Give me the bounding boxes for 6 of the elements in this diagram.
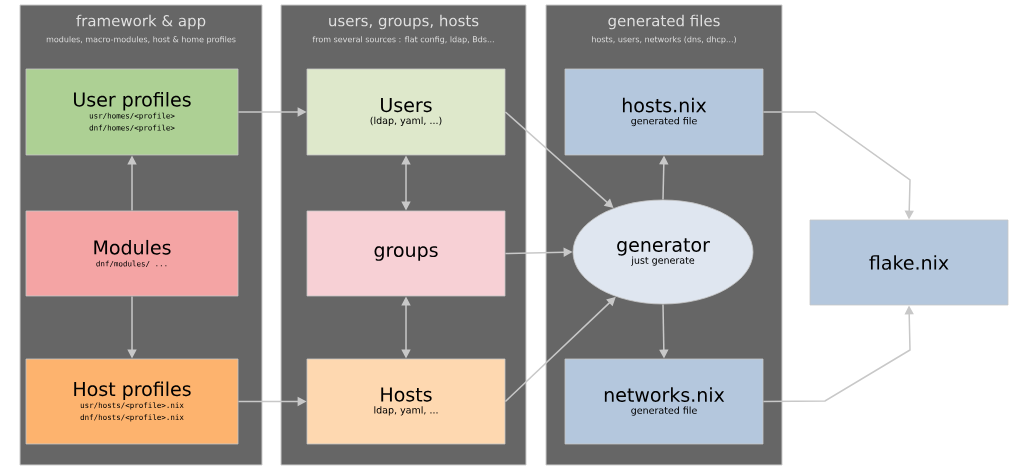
process-box: flake.nix xyxy=(809,219,1009,306)
process-box: Users (ldap, yaml, ...) xyxy=(306,68,506,156)
process-box: networks.nix generated file xyxy=(564,358,764,445)
process-box: hosts.nix generated file xyxy=(564,68,764,156)
process-box: groups xyxy=(306,210,506,297)
process-box: Hosts ldap, yaml, ... xyxy=(306,358,506,445)
